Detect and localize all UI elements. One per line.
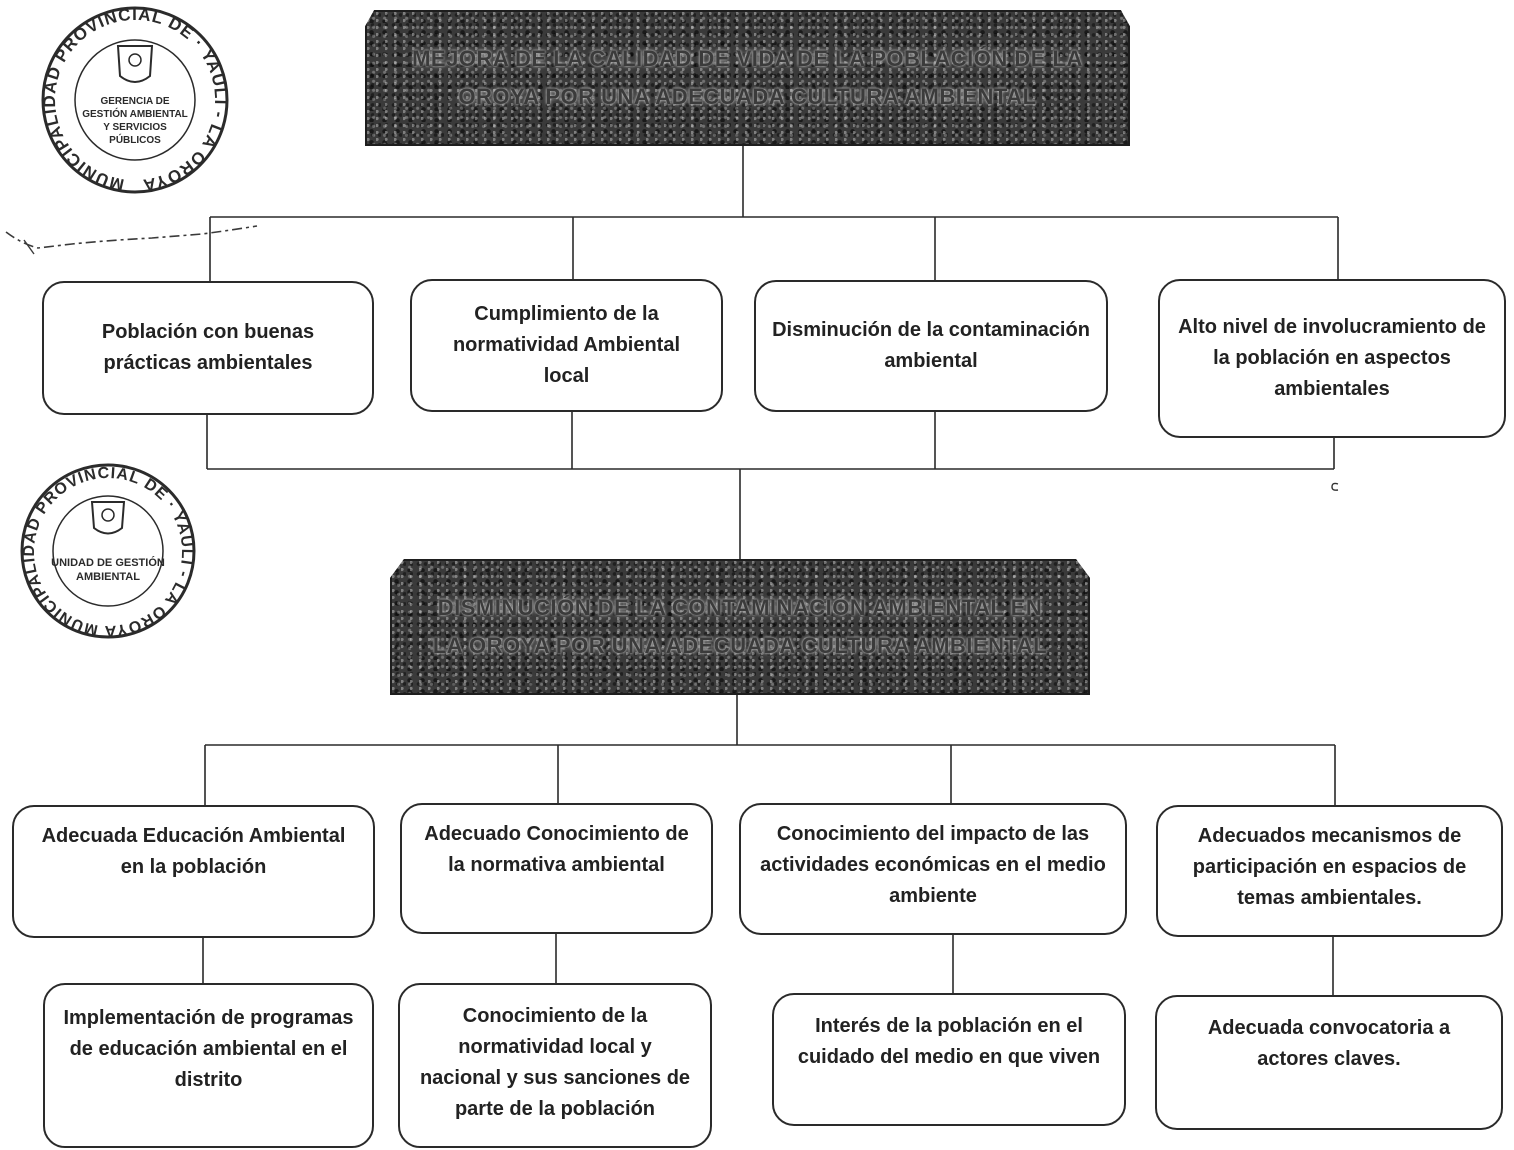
coat-of-arms-icon	[116, 45, 154, 83]
svg-text:AMBIENTAL: AMBIENTAL	[76, 571, 140, 583]
svg-text:GESTIÓN AMBIENTAL: GESTIÓN AMBIENTAL	[82, 107, 188, 120]
small-mark	[1331, 482, 1339, 491]
end-node-1: Población con buenas prácticas ambiental…	[42, 281, 374, 415]
means-node-2: Adecuado Conocimiento de la normativa am…	[400, 803, 713, 934]
sub-means-node-4: Adecuada convocatoria a actores claves.	[1155, 995, 1503, 1130]
top-goal-banner: MEJORA DE LA CALIDAD DE VIDA DE LA POBLA…	[365, 10, 1130, 146]
sub-means-node-4-text: Adecuada convocatoria a actores claves.	[1207, 1017, 1451, 1070]
sub-means-node-2-text: Conocimiento de la normatividad local y …	[419, 1005, 691, 1120]
sub-means-node-2: Conocimiento de la normatividad local y …	[398, 983, 712, 1148]
end-node-4: Alto nivel de involucramiento de la pobl…	[1158, 279, 1506, 438]
means-node-1-text: Adecuada Educación Ambiental en la pobla…	[41, 825, 346, 878]
svg-text:GERENCIA DE: GERENCIA DE	[100, 96, 169, 107]
municipal-seal-top: MUNICIPALIDAD PROVINCIAL DE · YAULI - LA…	[35, 0, 233, 196]
svg-text:Y SERVICIOS: Y SERVICIOS	[103, 122, 167, 133]
end-node-2-text: Cumplimiento de la normatividad Ambienta…	[452, 303, 681, 387]
sub-means-node-3-text: Interés de la población en el cuidado de…	[797, 1015, 1101, 1068]
end-node-1-text: Población con buenas prácticas ambiental…	[101, 321, 315, 374]
svg-text:PÚBLICOS: PÚBLICOS	[109, 133, 161, 146]
means-node-4: Adecuados mecanismos de participación en…	[1156, 805, 1503, 937]
central-objective-text: DISMINUCIÓN DE LA CONTAMINACIÓN AMBIENTA…	[432, 595, 1048, 658]
central-objective-banner: DISMINUCIÓN DE LA CONTAMINACIÓN AMBIENTA…	[390, 559, 1090, 695]
sub-means-node-1: Implementación de programas de educación…	[43, 983, 374, 1148]
municipal-seal-middle: MUNICIPALIDAD PROVINCIAL DE · YAULI - LA…	[13, 449, 200, 640]
signature-scribble	[5, 225, 258, 255]
coat-of-arms-icon	[90, 501, 126, 535]
sub-means-node-1-text: Implementación de programas de educación…	[63, 1007, 354, 1091]
end-node-3: Disminución de la contaminación ambienta…	[754, 280, 1108, 412]
top-goal-text: MEJORA DE LA CALIDAD DE VIDA DE LA POBLA…	[412, 46, 1083, 109]
end-node-4-text: Alto nivel de involucramiento de la pobl…	[1178, 316, 1486, 400]
sub-means-node-3: Interés de la población en el cuidado de…	[772, 993, 1126, 1126]
means-node-1: Adecuada Educación Ambiental en la pobla…	[12, 805, 375, 938]
means-node-2-text: Adecuado Conocimiento de la normativa am…	[424, 823, 689, 876]
means-node-3-text: Conocimiento del impacto de las activida…	[760, 823, 1106, 907]
svg-text:UNIDAD DE GESTIÓN: UNIDAD DE GESTIÓN	[51, 556, 165, 569]
end-node-2: Cumplimiento de la normatividad Ambienta…	[410, 279, 723, 412]
means-node-4-text: Adecuados mecanismos de participación en…	[1192, 825, 1467, 909]
means-node-3: Conocimiento del impacto de las activida…	[739, 803, 1127, 935]
end-node-3-text: Disminución de la contaminación ambienta…	[772, 319, 1090, 372]
